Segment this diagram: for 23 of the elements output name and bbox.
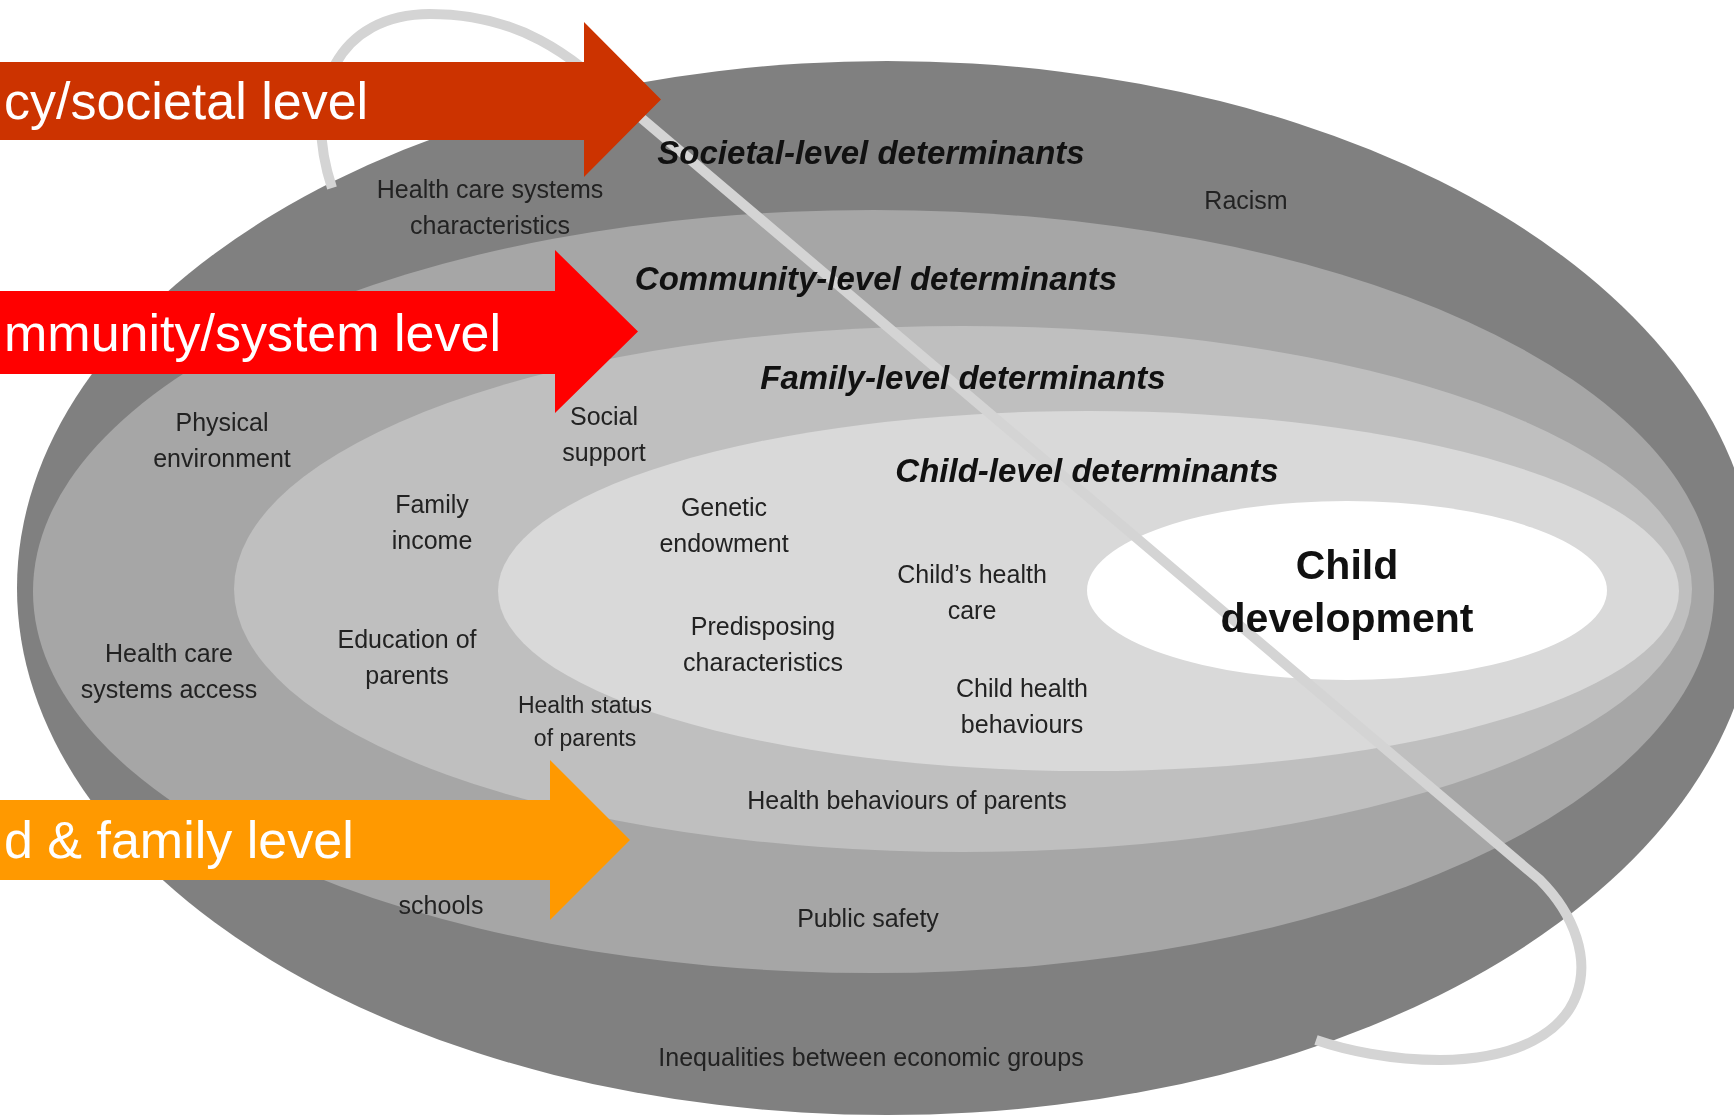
determinant-label: Child’s health care — [896, 558, 1048, 626]
level-heading: Family-level determinants — [760, 359, 1166, 397]
determinant-label: Public safety — [796, 902, 940, 934]
determinant-label: Health status of parents — [516, 690, 654, 753]
determinant-label: Social support — [561, 400, 647, 468]
determinant-label: Education of parents — [336, 623, 478, 691]
level-arrow-label: cy/societal level — [4, 71, 369, 132]
center-title: Child development — [1219, 540, 1475, 643]
determinant-label: Physical environment — [152, 406, 292, 474]
determinant-label: Racism — [1203, 184, 1289, 216]
level-arrow-label: d & family level — [4, 810, 354, 871]
determinant-label: Predisposing characteristics — [682, 610, 844, 678]
determinant-label: Child health behaviours — [955, 672, 1089, 740]
determinant-label: Family income — [390, 488, 474, 556]
determinant-label: Inequalities between economic groups — [657, 1041, 1085, 1073]
determinant-label: schools — [397, 889, 485, 921]
level-heading: Community-level determinants — [634, 260, 1118, 298]
determinant-label: Health behaviours of parents — [746, 784, 1068, 816]
level-arrow-label: mmunity/system level — [4, 302, 501, 364]
determinant-label: Health care systems characteristics — [375, 173, 605, 241]
determinant-label: Health care systems access — [79, 637, 259, 705]
determinant-label: Genetic endowment — [658, 491, 790, 559]
level-heading: Child-level determinants — [895, 452, 1279, 490]
